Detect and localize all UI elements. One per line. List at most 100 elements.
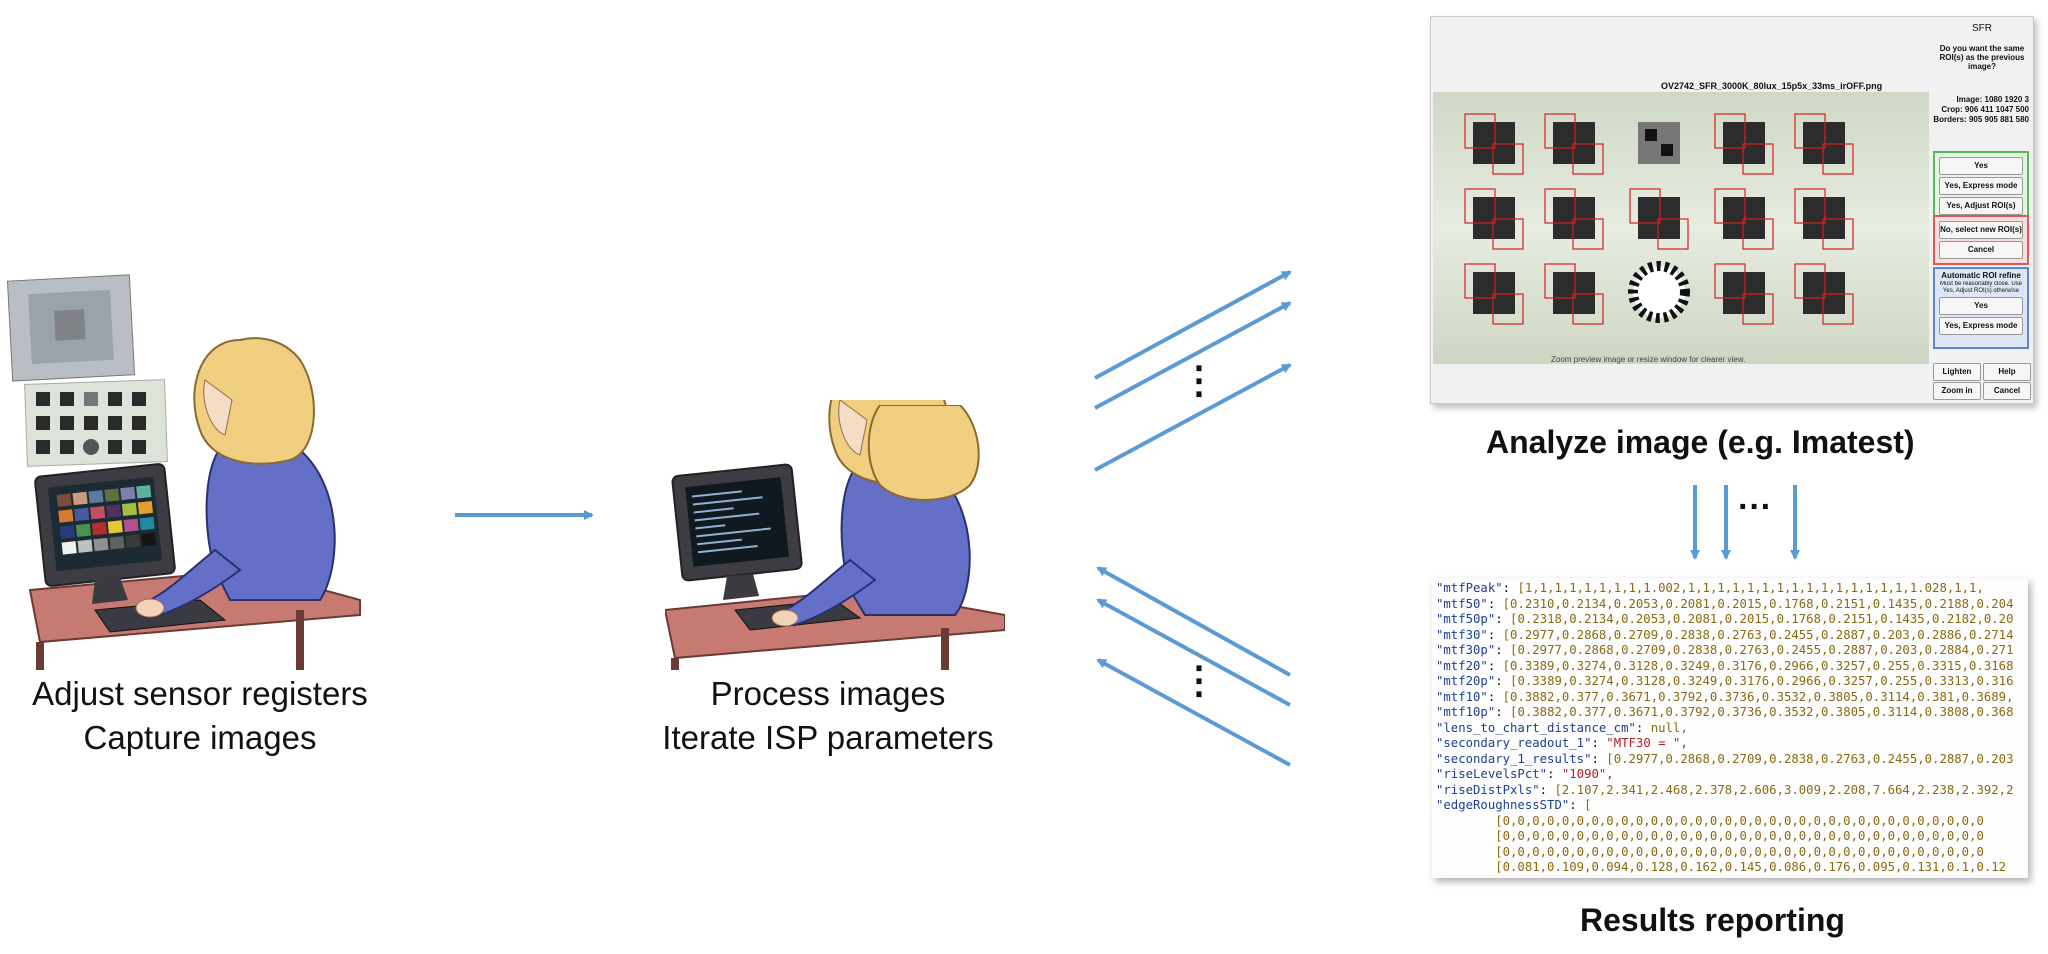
- results-line: "mtf50": [0.2310,0.2134,0.2053,0.2081,0.…: [1436, 596, 2014, 611]
- select-new-roi-button[interactable]: No, select new ROI(s): [1939, 221, 2023, 239]
- results-line: "mtf20p": [0.3389,0.3274,0.3128,0.3249,0…: [1436, 674, 2014, 688]
- new-roi-group: No, select new ROI(s) Cancel: [1933, 215, 2029, 265]
- zoom-in-button[interactable]: Zoom in: [1933, 382, 1981, 400]
- results-json-panel: "mtfPeak": [1,1,1,1,1,1,1,1,1.002,1,1,1,…: [1432, 578, 2028, 878]
- results-line: [0,0,0,0,0,0,0,0,0,0,0,0,0,0,0,0,0,0,0,0…: [1432, 814, 2028, 830]
- results-line: "mtf30": [0.2977,0.2868,0.2709,0.2838,0.…: [1436, 627, 2014, 642]
- json-key: "mtf50": [1436, 596, 1488, 611]
- yes-button[interactable]: Yes: [1939, 157, 2023, 175]
- sfr-chart-preview[interactable]: [1433, 92, 1929, 364]
- dialog-title: SFR: [1972, 23, 1992, 34]
- yes-adjust-roi-button[interactable]: Yes, Adjust ROI(s): [1939, 197, 2023, 215]
- results-line: "secondary_1_results": [0.2977,0.2868,0.…: [1436, 751, 2014, 766]
- json-value: "1090",: [1561, 767, 1614, 781]
- results-line: [0,0,0,0,0,0,0,0,0,0,0,0,0,0,0,0,0,0,0,0…: [1432, 845, 2028, 861]
- info-crop: Crop: 906 411 1047 500: [1941, 105, 2029, 114]
- results-line: "mtf20": [0.3389,0.3274,0.3128,0.3249,0.…: [1436, 658, 2014, 673]
- sfr-dialog-panel: SFR Do you want the same ROI(s) as the p…: [1931, 17, 2033, 403]
- dialog-question: Do you want the same ROI(s) as the previ…: [1939, 44, 2025, 71]
- json-key: "mtf30": [1436, 627, 1488, 642]
- json-value: null,: [1650, 720, 1688, 735]
- arrow-feedback-1: [1096, 566, 1291, 677]
- json-value: [0.2977,0.2868,0.2709,0.2838,0.2763,0.24…: [1606, 751, 2014, 766]
- results-line: "mtfPeak": [1,1,1,1,1,1,1,1,1.002,1,1,1,…: [1436, 581, 1984, 595]
- json-key: "riseDistPxls": [1436, 782, 1540, 797]
- sfr-chart-image: [24, 379, 168, 467]
- auto-yes-button[interactable]: Yes: [1939, 297, 2023, 315]
- json-key: "secondary_1_results": [1436, 751, 1592, 766]
- results-line: [0,0,0,0,0,0,0,0,0,0,0,0,0,0,0,0,0,0,0,0…: [1432, 829, 2028, 845]
- arrow-feedback-3: [1096, 658, 1291, 767]
- json-key: "mtf10": [1436, 689, 1488, 704]
- json-value: [0,0,0,0,0,0,0,0,0,0,0,0,0,0,0,0,0,0,0,0…: [1436, 813, 1984, 828]
- auto-refine-note: Must be reasonably close. Use Yes, Adjus…: [1939, 281, 2023, 294]
- zoom-hint: Zoom preview image or resize window for …: [1551, 355, 1746, 364]
- results-line: "lens_to_chart_distance_cm": null,: [1436, 720, 1688, 735]
- json-value: [0.3389,0.3274,0.3128,0.3249,0.3176,0.29…: [1502, 658, 2014, 673]
- cancel-button[interactable]: Cancel: [1939, 241, 2023, 259]
- json-key: "edgeRoughnessSTD": [1436, 798, 1570, 812]
- results-line: "riseLevelsPct": "1090",: [1436, 767, 1614, 781]
- json-value: [0.081,0.109,0.094,0.128,0.162,0.145,0.0…: [1436, 860, 2007, 874]
- json-key: "mtf50p": [1436, 612, 1496, 626]
- arrow-to-analyze-3: [1094, 363, 1292, 472]
- json-value: [0.2310,0.2134,0.2053,0.2081,0.2015,0.17…: [1502, 596, 2014, 611]
- stage1-line2: Capture images: [83, 719, 317, 756]
- json-value: [0.3882,0.377,0.3671,0.3792,0.3736,0.353…: [1510, 705, 2014, 719]
- vertical-ellipsis-bottom: ⋮: [1180, 660, 1218, 702]
- help-button[interactable]: Help: [1983, 363, 2031, 381]
- stage2-line2: Iterate ISP parameters: [662, 719, 994, 756]
- results-line: "edgeRoughnessSTD": [: [1436, 798, 1592, 812]
- info-image: Image: 1080 1920 3: [1956, 95, 2030, 104]
- json-key: "mtf20": [1436, 658, 1488, 673]
- results-line: "riseDistPxls": [2.107,2.341,2.468,2.378…: [1436, 782, 2014, 797]
- stage2-line1: Process images: [710, 675, 946, 712]
- results-line: [0.081,0.109,0.094,0.128,0.162,0.145,0.0…: [1432, 860, 2028, 876]
- cancel-button-2[interactable]: Cancel: [1983, 382, 2031, 400]
- results-line: "mtf10p": [0.3882,0.377,0.3671,0.3792,0.…: [1436, 705, 2014, 719]
- image-info: Image: 1080 1920 3 Crop: 906 411 1047 50…: [1933, 95, 2029, 125]
- stage2-head: [867, 405, 980, 501]
- json-value: "MTF30 = ",: [1606, 736, 1688, 750]
- json-value: [0.3389,0.3274,0.3128,0.3249,0.3176,0.29…: [1510, 674, 2014, 688]
- yes-express-button[interactable]: Yes, Express mode: [1939, 177, 2023, 195]
- json-key: "mtf20p": [1436, 674, 1496, 688]
- json-key: "secondary_readout_1": [1436, 736, 1592, 750]
- json-value: [2.107,2.341,2.468,2.378,2.606,3.009,2.2…: [1554, 782, 2014, 797]
- json-value: [: [1584, 798, 1592, 812]
- results-lines: "mtfPeak": [1,1,1,1,1,1,1,1,1.002,1,1,1,…: [1432, 578, 2028, 876]
- results-line: "mtf10": [0.3882,0.377,0.3671,0.3792,0.3…: [1436, 689, 2014, 704]
- arrow-to-analyze-1: [1094, 270, 1292, 380]
- auto-refine-title: Automatic ROI refine: [1941, 271, 2021, 280]
- json-key: "mtf30p": [1436, 643, 1496, 657]
- sfr-chart-svg: [1464, 113, 1854, 325]
- json-value: [1,1,1,1,1,1,1,1,1.002,1,1,1,1,1,1,1,1,1…: [1517, 581, 1984, 595]
- horizontal-ellipsis: ···: [1738, 488, 1772, 526]
- arrow-to-analyze-2: [1094, 301, 1292, 410]
- json-key: "mtf10p": [1436, 705, 1496, 719]
- analyze-caption: Analyze image (e.g. Imatest): [1486, 424, 1915, 460]
- json-value: [0.3882,0.377,0.3671,0.3792,0.3736,0.353…: [1502, 689, 2014, 704]
- auto-express-button[interactable]: Yes, Express mode: [1939, 317, 2023, 335]
- image-filename: OV2742_SFR_3000K_80lux_15p5x_33ms_irOFF.…: [1661, 81, 1883, 91]
- json-key: "mtfPeak": [1436, 581, 1503, 595]
- test-chart-image: [6, 274, 136, 382]
- same-roi-group: Yes Yes, Express mode Yes, Adjust ROI(s): [1933, 151, 2029, 221]
- results-line: "secondary_readout_1": "MTF30 = ",: [1436, 736, 1688, 750]
- json-value: [0,0,0,0,0,0,0,0,0,0,0,0,0,0,0,0,0,0,0,0…: [1436, 844, 1984, 859]
- stage1-line1: Adjust sensor registers: [32, 675, 368, 712]
- results-caption: Results reporting: [1580, 902, 1845, 938]
- json-value: [0,0,0,0,0,0,0,0,0,0,0,0,0,0,0,0,0,0,0,0…: [1436, 829, 1984, 843]
- json-value: [0.2318,0.2134,0.2053,0.2081,0.2015,0.17…: [1510, 612, 2014, 626]
- vertical-ellipsis-top: ⋮: [1180, 360, 1218, 402]
- results-line: "mtf50p": [0.2318,0.2134,0.2053,0.2081,0…: [1436, 612, 2014, 626]
- lighten-button[interactable]: Lighten: [1933, 363, 1981, 381]
- results-line: "mtf30p": [0.2977,0.2868,0.2709,0.2838,0…: [1436, 643, 2014, 657]
- info-borders: Borders: 905 905 881 580: [1933, 115, 2029, 124]
- json-value: [0.2977,0.2868,0.2709,0.2838,0.2763,0.24…: [1510, 643, 2014, 657]
- imatest-sfr-window: OV2742_SFR_3000K_80lux_15p5x_33ms_irOFF.…: [1430, 16, 2034, 404]
- json-value: [0.2977,0.2868,0.2709,0.2838,0.2763,0.24…: [1502, 627, 2014, 642]
- stage1-caption: Adjust sensor registers Capture images: [0, 672, 400, 760]
- arrow-feedback-2: [1096, 598, 1291, 707]
